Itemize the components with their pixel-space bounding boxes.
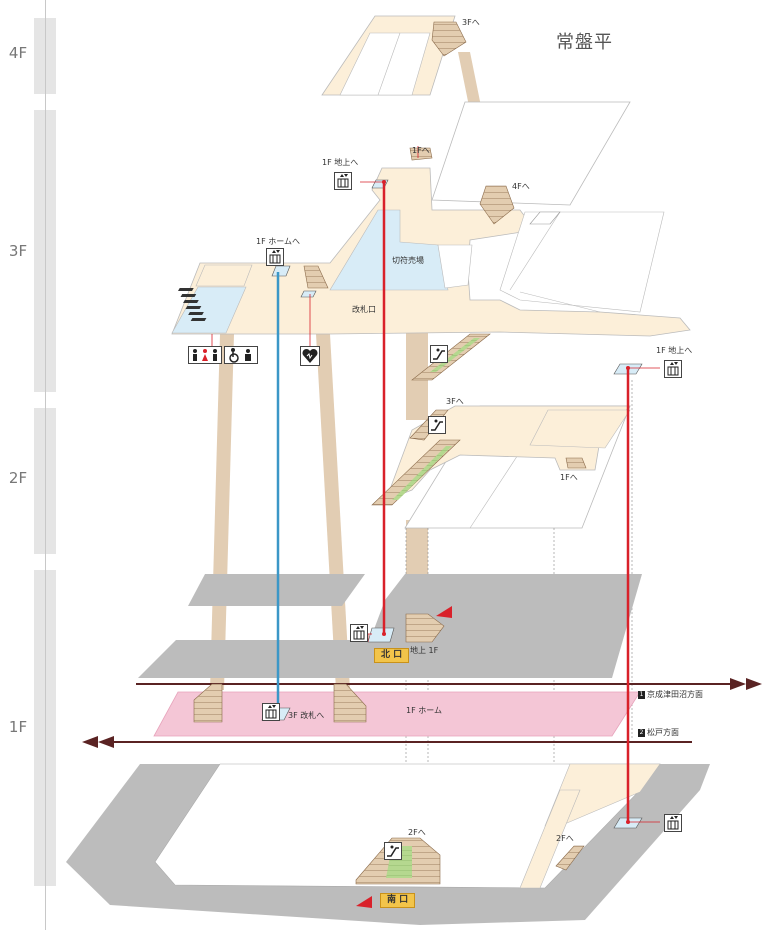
elevator-icon — [664, 814, 682, 832]
stairs-2f-right — [565, 457, 587, 469]
label-to-1f-ground-right: 1F 地上へ — [656, 346, 693, 355]
floor-label-4f: 4F — [8, 44, 28, 62]
floor-axis-line — [45, 0, 46, 930]
label-platform-1f: 1F ホーム — [406, 706, 442, 715]
accessible-toilet-icon — [224, 346, 258, 364]
direction-1-label: 京成津田沼方面 — [647, 690, 703, 699]
label-to-1f-ground-left: 1F 地上へ — [322, 158, 359, 167]
label-to-1f-platform: 1F ホームへ — [256, 237, 300, 246]
stairs-3f-center — [303, 265, 329, 289]
floor-label-2f: 2F — [8, 469, 28, 487]
stairs-platform-left — [193, 683, 223, 723]
label-to-2f-right: 2Fへ — [556, 834, 574, 843]
stairs-3f-4f — [479, 185, 515, 225]
floor-label-1f: 1F — [8, 718, 28, 736]
floor-label-3f: 3F — [8, 242, 28, 260]
restroom-icon — [188, 346, 222, 364]
stairs-4f — [431, 21, 467, 57]
label-to-1f-mid: 1Fへ — [412, 146, 430, 155]
escalator-icon — [384, 842, 402, 860]
pillar-center-3f-2f — [406, 330, 428, 420]
aed-icon — [300, 346, 320, 366]
escalator-icon — [430, 345, 448, 363]
ground-1f-upper — [138, 574, 642, 678]
elevator-icon — [262, 703, 280, 721]
escalator-icon — [428, 416, 446, 434]
ticket-gates — [177, 288, 207, 321]
ground-1f-upper-left — [188, 574, 365, 606]
elevator-icon — [334, 172, 352, 190]
label-to-4f: 4Fへ — [512, 182, 530, 191]
pillar-left-3f-1f — [210, 334, 234, 690]
stairs-platform-mid — [333, 683, 367, 723]
station-name: 常盤平 — [556, 32, 613, 53]
label-to-3f-top: 3Fへ — [462, 18, 480, 27]
north-exit-badge: 北 口 — [374, 648, 410, 663]
label-to-1f-2f: 1Fへ — [560, 473, 578, 482]
stairs-3f-small — [409, 147, 433, 161]
floor-3f-upper-white — [431, 101, 631, 206]
direction-1-number: 1 — [638, 690, 645, 699]
label-to-3f-2f: 3Fへ — [446, 397, 464, 406]
elevator-icon — [350, 624, 368, 642]
pillar-mid-3f-1f — [316, 334, 350, 690]
platform-1f — [153, 691, 641, 737]
label-ground-1f: 地上 1F — [410, 646, 439, 655]
stairs-1f-right — [555, 845, 585, 871]
label-gate: 改札口 — [352, 305, 376, 314]
label-to-3f-gate: 3F 改札へ — [288, 711, 325, 720]
direction-2-number: 2 — [638, 728, 645, 737]
elevator-icon — [664, 360, 682, 378]
south-exit-badge: 南 口 — [380, 893, 416, 908]
direction-2-label: 松戸方面 — [647, 728, 679, 737]
elevator-icon — [266, 248, 284, 266]
label-to-2f-left: 2Fへ — [408, 828, 426, 837]
stairs-north-exit — [405, 613, 445, 643]
waiting-area-blue — [171, 286, 247, 334]
label-ticket-office: 切符売場 — [392, 256, 424, 265]
